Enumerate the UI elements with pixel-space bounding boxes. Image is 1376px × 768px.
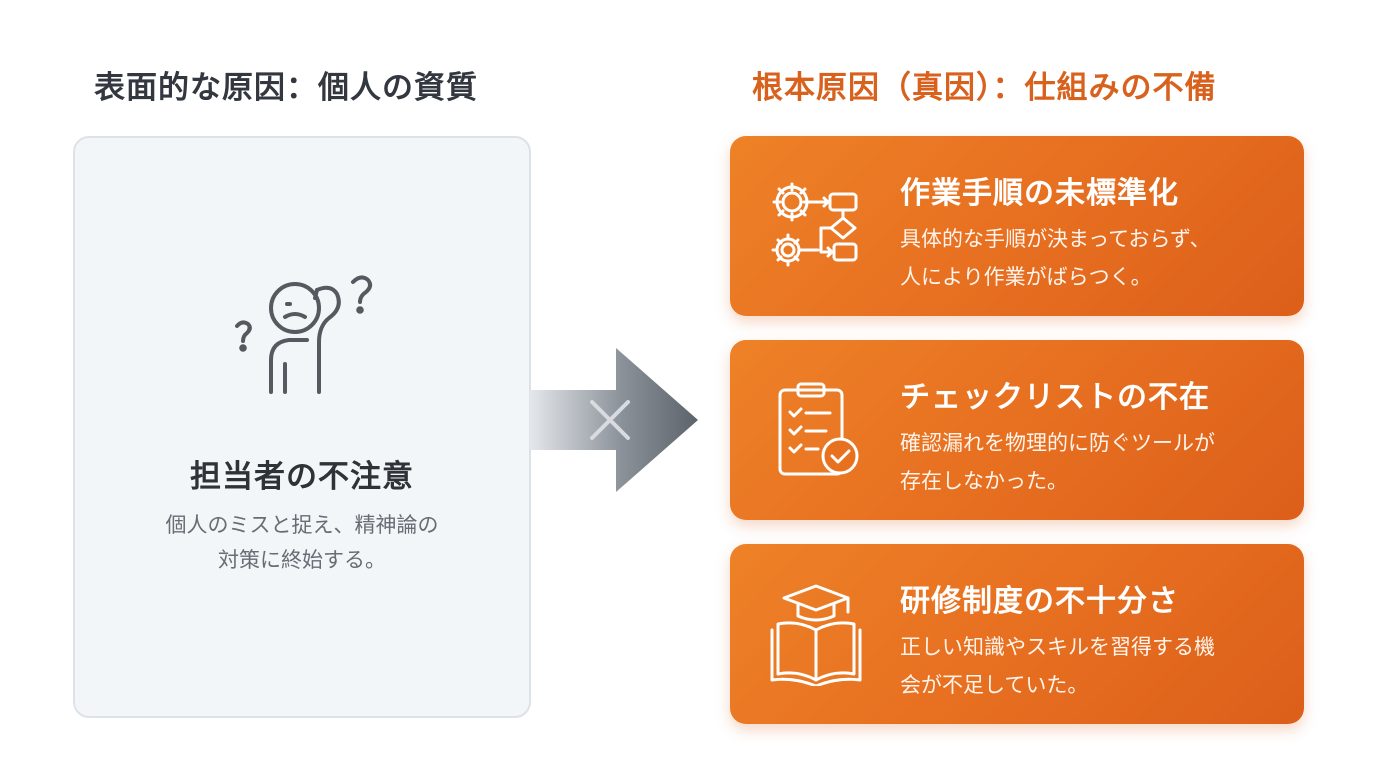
root-cause-title: 研修制度の不十分さ xyxy=(900,584,1179,619)
root-cause-heading: 根本原因（真因）：仕組みの不備 xyxy=(752,70,1217,106)
surface-cause-description: 個人のミスと捉え、精神論の 対策に終始する。 xyxy=(115,508,489,578)
root-cause-title: 作業手順の未標準化 xyxy=(900,176,1179,211)
root-cause-title: チェックリストの不在 xyxy=(900,380,1210,415)
root-cause-description: 正しい知識やスキルを習得する機 会が不足していた。 xyxy=(900,628,1290,704)
confused-person-icon xyxy=(235,275,373,394)
description-line: 個人のミスと捉え、精神論の xyxy=(165,513,439,537)
root-cause-card: 作業手順の未標準化 具体的な手順が決まっておらず、 人により作業がばらつく。 xyxy=(730,136,1304,316)
root-cause-card: チェックリストの不在 確認漏れを物理的に防ぐツールが 存在しなかった。 xyxy=(730,340,1304,520)
arrow-with-cross-icon xyxy=(530,348,698,492)
graduation-book-icon xyxy=(770,584,862,686)
root-cause-card: 研修制度の不十分さ 正しい知識やスキルを習得する機 会が不足していた。 xyxy=(730,544,1304,724)
description-line: 存在しなかった。 xyxy=(900,469,1068,493)
description-line: 対策に終始する。 xyxy=(218,548,386,572)
description-line: 正しい知識やスキルを習得する機 xyxy=(900,635,1215,659)
description-line: 確認漏れを物理的に防ぐツールが xyxy=(900,431,1215,455)
description-line: 人により作業がばらつく。 xyxy=(900,265,1152,289)
gear-flowchart-icon xyxy=(771,182,858,267)
surface-cause-card: 担当者の不注意 個人のミスと捉え、精神論の 対策に終始する。 xyxy=(73,136,531,718)
root-cause-description: 具体的な手順が決まっておらず、 人により作業がばらつく。 xyxy=(900,220,1290,296)
clipboard-checklist-icon xyxy=(778,382,859,476)
description-line: 会が不足していた。 xyxy=(900,673,1089,697)
root-cause-description: 確認漏れを物理的に防ぐツールが 存在しなかった。 xyxy=(900,424,1290,500)
description-line: 具体的な手順が決まっておらず、 xyxy=(900,227,1211,251)
surface-cause-heading: 表面的な原因：個人の資質 xyxy=(94,70,478,106)
surface-cause-title: 担当者の不注意 xyxy=(190,459,414,495)
